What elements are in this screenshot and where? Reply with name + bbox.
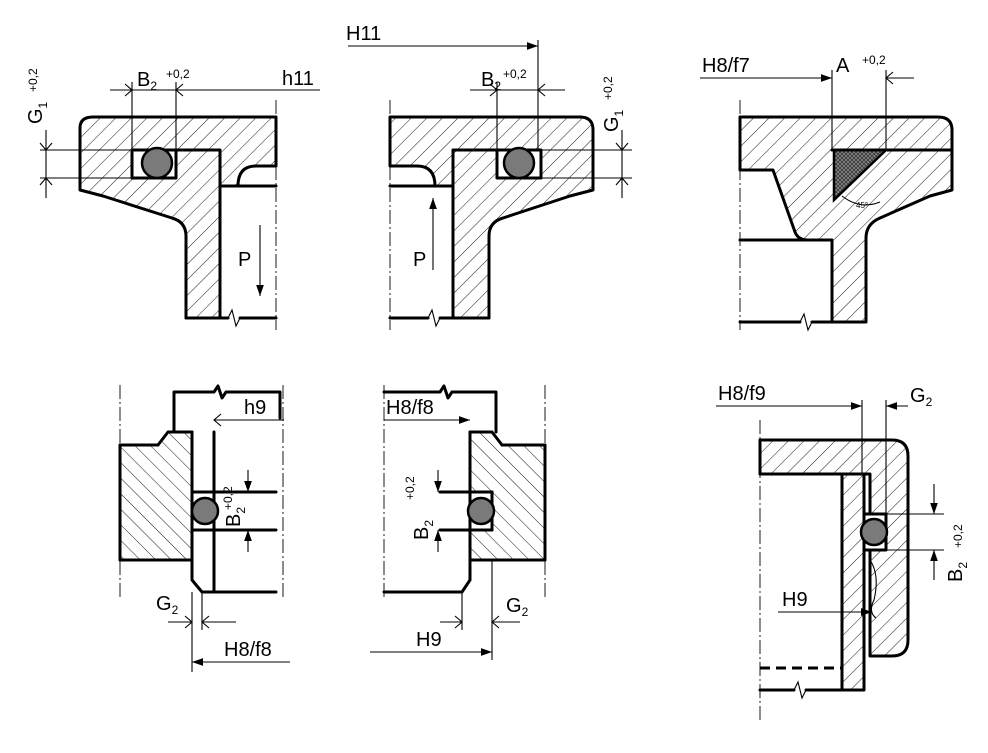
- fit-label: H8/f9: [718, 383, 766, 405]
- o-ring: [466, 496, 496, 526]
- b2-tolerance: +0,2: [503, 67, 527, 81]
- fit-label: H8/f8: [224, 639, 272, 661]
- rod: [172, 384, 282, 434]
- svg-text:G1: G1: [25, 101, 50, 124]
- svg-text:G2: G2: [156, 593, 179, 617]
- pressure-label: P: [238, 249, 251, 271]
- h9-label: H9: [416, 629, 442, 651]
- cap-section: [758, 438, 910, 658]
- svg-text:G1: G1: [601, 109, 626, 132]
- b2-tolerance: +0,2: [221, 486, 235, 510]
- o-ring: [502, 146, 536, 180]
- h9-label: H9: [782, 589, 808, 611]
- b2-tolerance: +0,2: [166, 67, 190, 81]
- svg-text:G2: G2: [506, 595, 529, 619]
- view-bottom-middle: H8/f8 B2 +0,2 G2 H9: [370, 384, 547, 660]
- sleeve-section: [840, 472, 866, 692]
- flange-section: [388, 115, 595, 320]
- svg-text:B2: B2: [411, 520, 436, 540]
- b2-label: B: [223, 514, 245, 527]
- g2-label: G: [910, 385, 926, 407]
- a-label: A: [836, 55, 850, 77]
- view-bottom-left: h9 B2 +0,2 G2 H8/f8: [118, 384, 290, 672]
- b2-tolerance: +0,2: [951, 524, 965, 548]
- b2-label: B: [481, 69, 494, 91]
- housing-section: [738, 115, 954, 324]
- svg-text:G2: G2: [910, 385, 933, 409]
- fit-label: H8/f8: [386, 397, 434, 419]
- fit-label: H8/f7: [702, 55, 750, 77]
- h11-label: H11: [346, 23, 381, 45]
- view-top-right: H8/f7 A +0,2 45°: [700, 53, 954, 332]
- svg-text:B2: B2: [223, 507, 248, 527]
- angle-label: 45°: [856, 201, 868, 210]
- a-tolerance: +0,2: [862, 53, 886, 67]
- o-ring: [859, 517, 889, 547]
- view-top-middle: H11 B2 +0,2 G1 +0,2 P: [346, 23, 632, 330]
- h11-label: h11: [282, 68, 314, 90]
- flange-section: [78, 115, 278, 320]
- svg-text:B2: B2: [945, 562, 970, 582]
- pressure-label: P: [413, 249, 426, 271]
- svg-text:B2: B2: [481, 69, 501, 93]
- svg-text:B2: B2: [137, 69, 157, 93]
- o-ring: [190, 496, 220, 526]
- g1-tolerance: +0,2: [26, 68, 40, 92]
- g2-label: G: [506, 595, 522, 617]
- view-top-left: G1 +0,2 B2 +0,2 h11 P: [25, 67, 320, 330]
- view-bottom-right: H8/f9 G2 B2 +0,2 H9: [716, 383, 970, 720]
- g1-tolerance: +0,2: [601, 76, 615, 100]
- b2-label: B: [411, 527, 433, 540]
- h9-label: h9: [244, 397, 266, 419]
- b2-tolerance: +0,2: [403, 476, 417, 500]
- housing-section: [118, 430, 194, 562]
- o-ring: [140, 146, 174, 180]
- b2-label: B: [945, 569, 967, 582]
- g1-label: G: [601, 116, 623, 132]
- g1-label: G: [25, 108, 47, 124]
- g2-label: G: [156, 593, 172, 615]
- b2-label: B: [137, 69, 150, 91]
